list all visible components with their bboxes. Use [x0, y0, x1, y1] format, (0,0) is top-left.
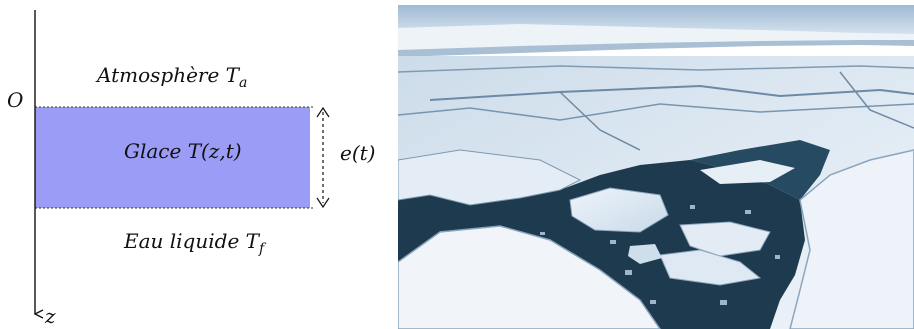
water-label: Eau liquide Tf: [123, 229, 267, 257]
water-subscript: f: [258, 241, 267, 257]
origin-label: O: [7, 88, 23, 112]
atmosphere-label: Atmosphère Ta: [95, 63, 247, 91]
thickness-arrow: [316, 106, 330, 209]
thickness-label: e(t): [340, 141, 375, 165]
ice-diagram: O z Atmosphère Ta Glace T(z,t) Eau liqui…: [7, 10, 375, 328]
ice-layer: [35, 107, 310, 208]
ice-label: Glace T(z,t): [124, 139, 242, 163]
sea-ice-photo: [398, 5, 914, 329]
atmosphere-subscript: a: [239, 75, 247, 91]
axis-label: z: [44, 304, 56, 328]
